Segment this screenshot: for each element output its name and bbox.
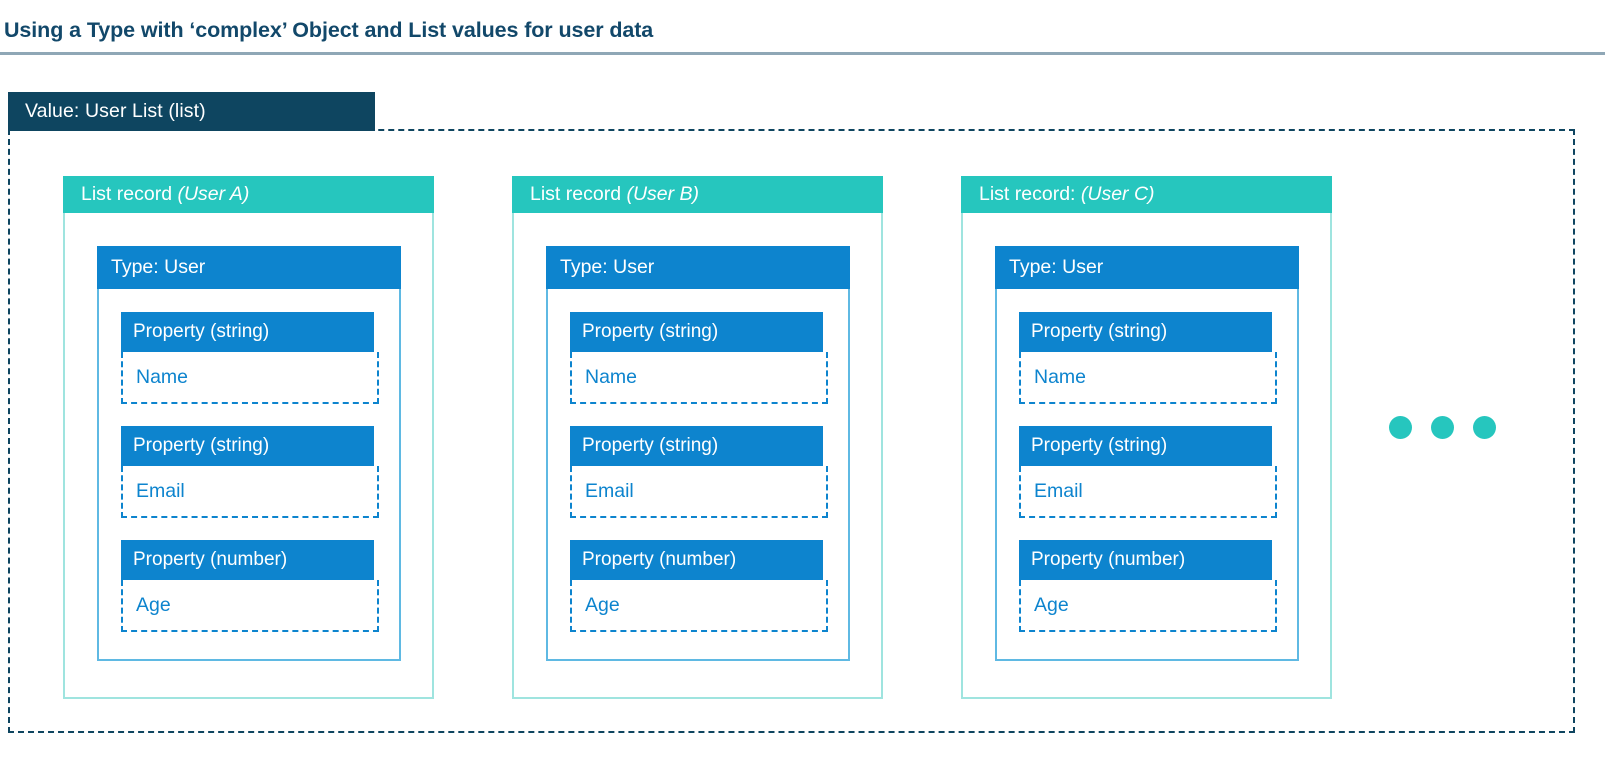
property-value-label: Age xyxy=(136,593,171,616)
property-block: Property (string) Name xyxy=(121,312,379,404)
property-value-box: Name xyxy=(1019,352,1277,404)
list-record-header: List record: (User C) xyxy=(961,176,1332,213)
list-record-header: List record (User A) xyxy=(63,176,434,213)
property-value-label: Name xyxy=(136,365,189,388)
property-header: Property (string) xyxy=(1019,426,1272,466)
ellipsis-dot-icon xyxy=(1389,416,1412,439)
ellipsis-dot-icon xyxy=(1431,416,1454,439)
property-header: Property (number) xyxy=(570,540,823,580)
property-header-label: Property (string) xyxy=(133,321,270,342)
property-value-box: Age xyxy=(1019,580,1277,632)
property-header-label: Property (string) xyxy=(1031,435,1168,456)
type-box-header: Type: User xyxy=(97,246,401,289)
type-box-header-label: Type: User xyxy=(560,256,655,278)
title-divider xyxy=(0,52,1605,55)
property-block: Property (string) Email xyxy=(121,426,379,518)
type-box: Type: User Property (string) Name Proper… xyxy=(546,246,850,661)
property-list: Property (string) Name Property (string)… xyxy=(1019,312,1277,654)
value-banner-label: Value: User List (list) xyxy=(25,100,206,122)
property-header-label: Property (string) xyxy=(133,435,270,456)
property-header: Property (number) xyxy=(121,540,374,580)
property-value-box: Age xyxy=(570,580,828,632)
list-record-header-italic: (User C) xyxy=(1080,183,1155,205)
property-header-label: Property (string) xyxy=(1031,321,1168,342)
property-value-label: Name xyxy=(585,365,638,388)
type-box-header-label: Type: User xyxy=(111,256,206,278)
property-value-box: Email xyxy=(570,466,828,518)
property-value-box: Email xyxy=(121,466,379,518)
property-header-label: Property (number) xyxy=(133,549,288,570)
property-value-box: Name xyxy=(121,352,379,404)
page-title-prefix: Using a Type with ‘complex’ Object and xyxy=(4,18,409,42)
property-block: Property (string) Name xyxy=(570,312,828,404)
property-header: Property (number) xyxy=(1019,540,1272,580)
list-record-header-italic: (User A) xyxy=(177,183,250,205)
property-value-label: Name xyxy=(1034,365,1087,388)
list-record-card: List record (User B) Type: User Property… xyxy=(512,176,883,699)
property-header: Property (string) xyxy=(1019,312,1272,352)
property-header-label: Property (string) xyxy=(582,435,719,456)
property-header-label: Property (number) xyxy=(582,549,737,570)
property-list: Property (string) Name Property (string)… xyxy=(570,312,828,654)
property-header: Property (string) xyxy=(121,426,374,466)
property-block: Property (number) Age xyxy=(1019,540,1277,632)
property-header: Property (string) xyxy=(570,426,823,466)
list-record-header-prefix: List record: xyxy=(979,183,1081,205)
property-header-label: Property (number) xyxy=(1031,549,1186,570)
property-value-label: Email xyxy=(1034,479,1083,502)
page-title: Using a Type with ‘complex’ Object and L… xyxy=(4,18,653,43)
property-value-label: Age xyxy=(1034,593,1069,616)
page-title-emphasis: List xyxy=(408,18,447,42)
property-block: Property (string) Email xyxy=(570,426,828,518)
type-box-header: Type: User xyxy=(546,246,850,289)
list-record-header-label: List record (User B) xyxy=(530,183,699,206)
property-block: Property (string) Email xyxy=(1019,426,1277,518)
list-record-header-label: List record: (User C) xyxy=(979,183,1155,206)
property-block: Property (number) Age xyxy=(121,540,379,632)
type-box-header: Type: User xyxy=(995,246,1299,289)
property-value-label: Age xyxy=(585,593,620,616)
property-value-label: Email xyxy=(136,479,185,502)
property-list: Property (string) Name Property (string)… xyxy=(121,312,379,654)
type-box: Type: User Property (string) Name Proper… xyxy=(995,246,1299,661)
property-header: Property (string) xyxy=(570,312,823,352)
ellipsis-dot-icon xyxy=(1473,416,1496,439)
type-box: Type: User Property (string) Name Proper… xyxy=(97,246,401,661)
property-header-label: Property (string) xyxy=(582,321,719,342)
type-box-header-label: Type: User xyxy=(1009,256,1104,278)
value-banner: Value: User List (list) xyxy=(8,92,375,131)
list-record-card: List record: (User C) Type: User Propert… xyxy=(961,176,1332,699)
property-block: Property (string) Name xyxy=(1019,312,1277,404)
property-header: Property (string) xyxy=(121,312,374,352)
property-value-label: Email xyxy=(585,479,634,502)
list-record-header-prefix: List record xyxy=(81,183,178,205)
property-block: Property (number) Age xyxy=(570,540,828,632)
list-record-header-prefix: List record xyxy=(530,183,627,205)
list-record-card: List record (User A) Type: User Property… xyxy=(63,176,434,699)
user-list-container xyxy=(8,129,1575,733)
property-value-box: Email xyxy=(1019,466,1277,518)
more-records-ellipsis-icon xyxy=(1389,416,1507,440)
property-value-box: Age xyxy=(121,580,379,632)
list-record-header-italic: (User B) xyxy=(626,183,700,205)
list-record-header: List record (User B) xyxy=(512,176,883,213)
property-value-box: Name xyxy=(570,352,828,404)
list-record-header-label: List record (User A) xyxy=(81,183,249,206)
page-title-suffix: values for user data xyxy=(446,18,654,42)
